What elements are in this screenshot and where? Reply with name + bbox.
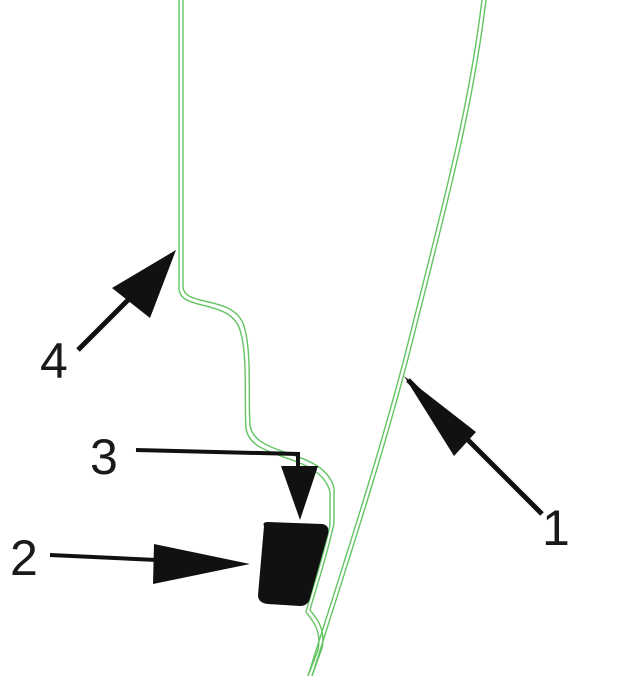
black-block: [258, 522, 329, 606]
callout-label-3: 3: [90, 429, 118, 485]
callout-label-4: 4: [40, 333, 68, 389]
arrow-3: [135, 448, 300, 474]
callout-labels: 1 2 3 4: [10, 333, 570, 586]
arrow-1-head: [404, 376, 476, 456]
callout-arrows: [49, 250, 544, 584]
arrow-3-head: [281, 466, 318, 520]
arrow-2-head: [153, 544, 250, 584]
callout-label-1: 1: [542, 500, 570, 556]
arrow-4: [76, 290, 138, 352]
arrow-4-head: [112, 250, 176, 318]
callout-label-2: 2: [10, 530, 38, 586]
outer-edge: [307, 0, 487, 676]
